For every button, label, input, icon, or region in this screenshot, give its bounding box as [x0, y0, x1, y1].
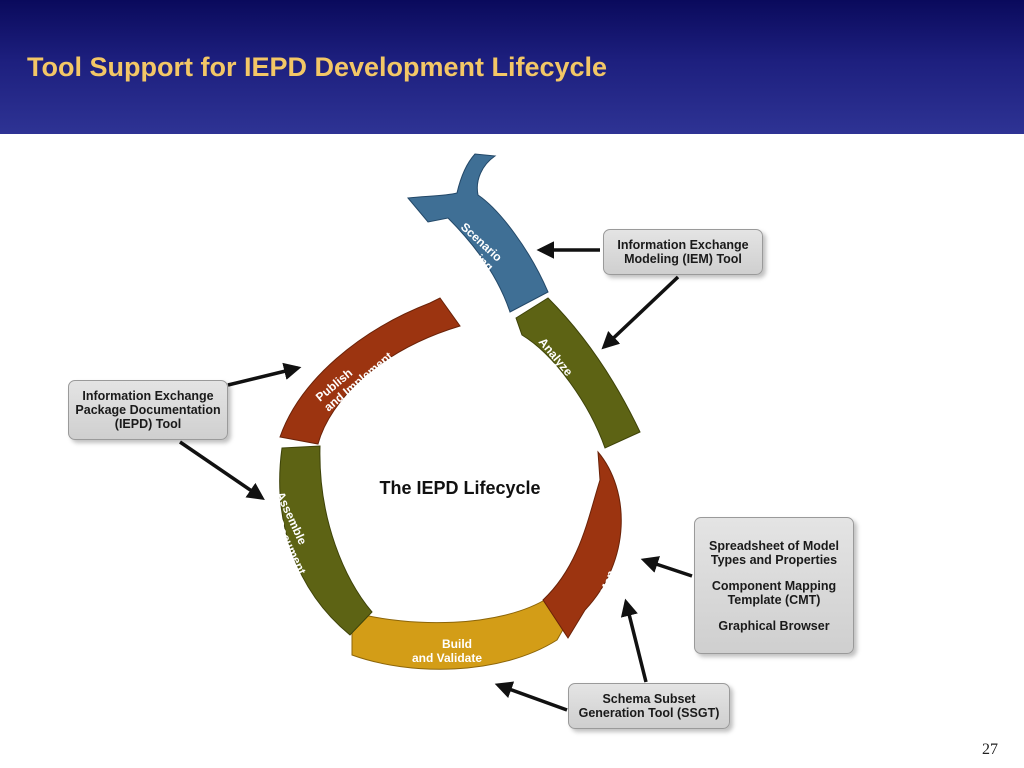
- arrow-ssgt-to-map: [620, 598, 648, 683]
- slide-header: Tool Support for IEPD Development Lifecy…: [0, 0, 1024, 134]
- arrow-iepd-to-assemble: [179, 440, 265, 500]
- spreadsheet-tool-label: Spreadsheet of Model Types and Propertie…: [709, 538, 839, 567]
- iepd-tool-box: Information Exchange Package Documentati…: [68, 380, 228, 440]
- arrow-iem-to-analyze: [601, 275, 680, 350]
- ssgt-tool-box: Schema Subset Generation Tool (SSGT): [568, 683, 730, 729]
- lifecycle-center-label: The IEPD Lifecycle: [379, 478, 540, 498]
- stage-label-build-2: and Validate: [412, 651, 482, 665]
- ssgt-tool-label: Schema Subset Generation Tool (SSGT): [578, 692, 720, 720]
- mapping-tools-box: Spreadsheet of Model Types and Propertie…: [694, 517, 854, 654]
- arrow-iepd-to-publish: [227, 362, 302, 387]
- iem-tool-label: Information Exchange Modeling (IEM) Tool: [617, 238, 749, 266]
- arrow-ssgt-to-build: [494, 681, 568, 712]
- cmt-tool-label: Component Mapping Template (CMT): [711, 578, 837, 607]
- page-number: 27: [982, 741, 998, 758]
- publish-implement-stage[interactable]: [279, 297, 461, 445]
- stage-label-map: Map: [598, 569, 619, 596]
- arrow-tools-to-map: [640, 556, 693, 578]
- analyze-requirements-stage[interactable]: [515, 297, 641, 449]
- map-model-stage[interactable]: [542, 450, 622, 639]
- stage-label-build: Build: [442, 637, 472, 651]
- assemble-document-stage[interactable]: [279, 445, 373, 636]
- iem-tool-box: Information Exchange Modeling (IEM) Tool: [603, 229, 763, 275]
- slide-title: Tool Support for IEPD Development Lifecy…: [27, 52, 608, 82]
- iepd-tool-label: Information Exchange Package Documentati…: [75, 389, 221, 431]
- graphical-browser-label: Graphical Browser: [718, 618, 830, 633]
- scenario-planning-stage[interactable]: [407, 153, 549, 313]
